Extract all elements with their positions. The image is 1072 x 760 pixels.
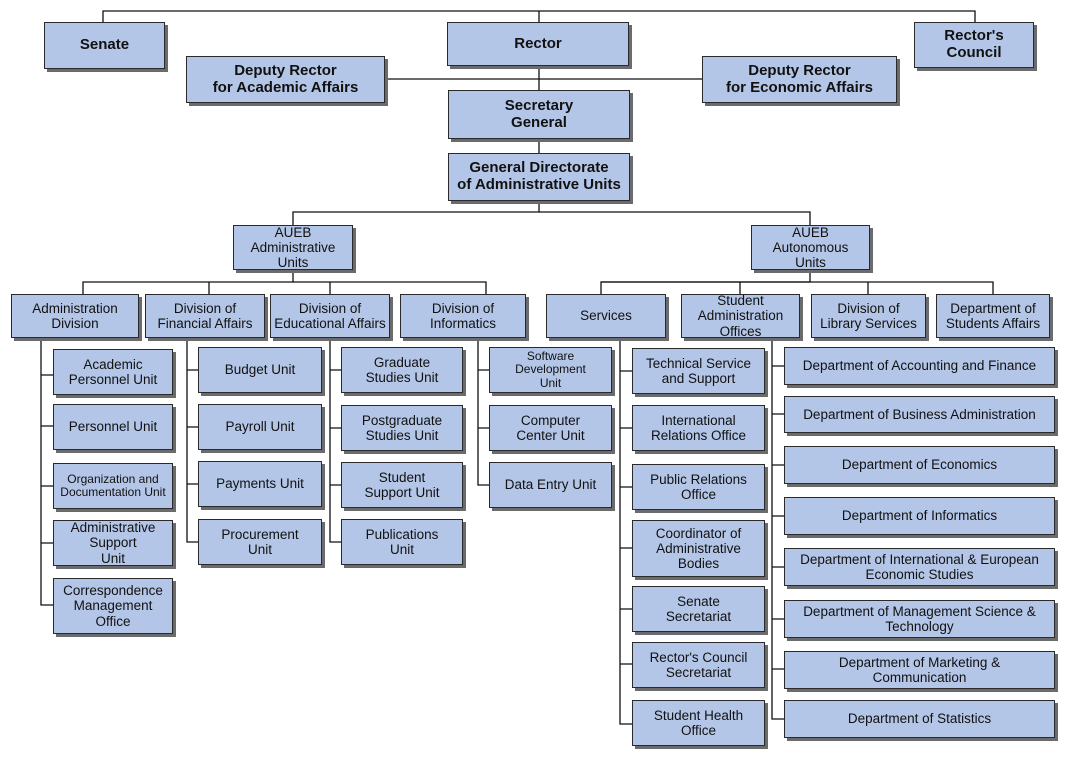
technical-service-support-box: Technical Service and Support [632, 348, 765, 394]
deputy-rector-academic-box: Deputy Rector for Academic Affairs [186, 56, 385, 103]
correspondence-management-office-box: Correspondence Management Office [53, 578, 173, 634]
administration-division-box: Administration Division [11, 294, 139, 338]
financial-affairs-division-box: Division of Financial Affairs [145, 294, 265, 338]
student-administration-offices-box: Student Administration Offices [681, 293, 800, 339]
administrative-units-box: AUEB Administrative Units [233, 225, 353, 270]
dept-informatics-box: Department of Informatics [784, 497, 1055, 535]
student-support-unit-box: Student Support Unit [341, 462, 463, 508]
administrative-support-unit-box: Administrative Support Unit [53, 520, 173, 566]
software-development-unit-box: Software Development Unit [489, 347, 612, 393]
postgraduate-studies-unit-box: Postgraduate Studies Unit [341, 405, 463, 451]
graduate-studies-unit-box: Graduate Studies Unit [341, 347, 463, 393]
rectors-council-box: Rector's Council [914, 22, 1034, 68]
payroll-unit-box: Payroll Unit [198, 404, 322, 450]
data-entry-unit-box: Data Entry Unit [489, 462, 612, 508]
payments-unit-box: Payments Unit [198, 461, 322, 507]
informatics-division-box: Division of Informatics [400, 294, 526, 338]
international-relations-office-box: International Relations Office [632, 405, 765, 451]
academic-personnel-unit-box: Academic Personnel Unit [53, 349, 173, 395]
dept-business-administration-box: Department of Business Administration [784, 396, 1055, 433]
dept-statistics-box: Department of Statistics [784, 700, 1055, 738]
public-relations-office-box: Public Relations Office [632, 464, 765, 510]
dept-international-european-box: Department of International & European E… [784, 548, 1055, 586]
secretary-general-box: Secretary General [448, 90, 630, 139]
senate-box: Senate [44, 22, 165, 69]
organization-documentation-unit-box: Organization and Documentation Unit [53, 463, 173, 509]
deputy-rector-economic-box: Deputy Rector for Economic Affairs [702, 56, 897, 103]
services-box: Services [546, 294, 666, 338]
personnel-unit-box: Personnel Unit [53, 404, 173, 450]
general-directorate-box: General Directorate of Administrative Un… [448, 153, 630, 201]
dept-accounting-finance-box: Department of Accounting and Finance [784, 347, 1055, 385]
coordinator-administrative-bodies-box: Coordinator of Administrative Bodies [632, 520, 765, 577]
library-services-division-box: Division of Library Services [811, 294, 926, 338]
student-health-office-box: Student Health Office [632, 700, 765, 746]
procurement-unit-box: Procurement Unit [198, 519, 322, 565]
budget-unit-box: Budget Unit [198, 347, 322, 393]
publications-unit-box: Publications Unit [341, 519, 463, 565]
dept-management-science-box: Department of Management Science & Techn… [784, 600, 1055, 638]
dept-economics-box: Department of Economics [784, 446, 1055, 484]
autonomous-units-box: AUEB Autonomous Units [751, 225, 870, 270]
students-affairs-department-box: Department of Students Affairs [936, 294, 1050, 338]
rector-box: Rector [447, 22, 629, 66]
senate-secretariat-box: Senate Secretariat [632, 586, 765, 632]
dept-marketing-communication-box: Department of Marketing & Communication [784, 651, 1055, 689]
rectors-council-secretariat-box: Rector's Council Secretariat [632, 642, 765, 688]
computer-center-unit-box: Computer Center Unit [489, 405, 612, 451]
educational-affairs-division-box: Division of Educational Affairs [270, 294, 390, 338]
